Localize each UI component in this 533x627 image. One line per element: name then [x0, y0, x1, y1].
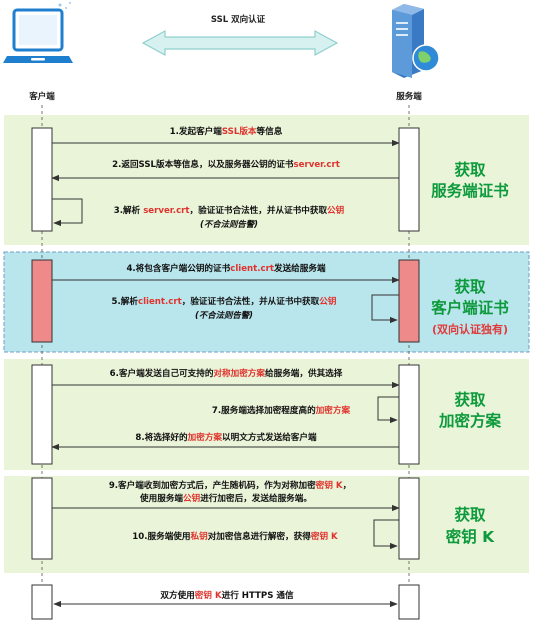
msg-5-run-3: 公钥	[319, 295, 337, 307]
arrow-msg-5-self	[371, 294, 399, 324]
phase-2-title-line-2: 客户端证书	[431, 298, 509, 317]
phase-2-panel	[3, 251, 530, 353]
msg-10-run-3: 密钥 K	[310, 530, 338, 542]
msg-3-run-2: ，验证证书合法性，并从证书中获取	[190, 204, 328, 216]
msg-6-run-2: 给服务端，供其选择	[265, 367, 343, 379]
msg-5-run-1: client.crt	[138, 297, 182, 307]
msg-9b-run-2: 进行加密后，发送给服务端。	[200, 492, 312, 504]
msg-2-run-1: server.crt	[294, 160, 340, 170]
msg-9a-run-2: ，	[343, 481, 352, 491]
phase-2-title-line-1: 获取	[454, 278, 486, 296]
msg-final-run-2: 进行 HTTPS 通信	[222, 589, 294, 601]
arrow-msg-3-self	[52, 198, 83, 227]
server-label: 服务端	[396, 91, 422, 102]
client-activation-1	[31, 127, 53, 232]
msg-10: 10.服务端使用私钥对加密信息进行解密，获得密钥 K	[132, 530, 338, 542]
msg-4: 4.将包含客户端公钥的证书client.crt发送给服务端	[126, 262, 326, 274]
msg-1-run-2: 等信息	[256, 125, 283, 137]
msg-2: 2.返回SSL版本等信息，以及服务器公钥的证书server.crt	[112, 158, 340, 170]
phase-3-title-line-2: 加密方案	[438, 411, 502, 430]
server-activation-1	[398, 127, 420, 232]
phase-1-title-line-2: 服务端证书	[431, 181, 509, 200]
phase-3-panel	[4, 359, 529, 470]
client-activation-4	[31, 477, 53, 560]
phase-2-note: (双向认证独有)	[432, 322, 508, 336]
msg-8-run-2: 以明文方式发送给客户端	[222, 431, 317, 443]
msg-9a: 9.客户端收到加密方式后，产生随机码，作为对称加密密钥 K，	[109, 479, 351, 491]
phase-4-title-line-2: 密钥 K	[446, 527, 495, 546]
msg-final-run-0: 双方使用	[160, 589, 194, 601]
msg-6: 6.客户端发送自己可支持的对称加密方案给服务端，供其选择	[110, 367, 343, 379]
phase-4-title-line-1: 获取	[454, 506, 486, 524]
client-activation-2	[31, 259, 53, 343]
msg-2-run-0: 2.返回SSL版本等信息，以及服务器公钥的证书	[112, 158, 294, 170]
msg-5-sub: (不合法则告警)	[195, 310, 253, 320]
msg-8-run-1: 加密方案	[187, 431, 223, 443]
server-activation-5	[398, 584, 420, 620]
msg-4-run-1: client.crt	[230, 264, 274, 274]
msg-8-run-0: 8.将选择好的	[135, 431, 188, 443]
msg-9b-run-0: 使用服务端	[139, 492, 183, 504]
msg-10-run-0: 10.服务端使用	[132, 530, 190, 542]
msg-7-run-1: 加密方案	[315, 404, 351, 416]
msg-4-run-0: 4.将包含客户端公钥的证书	[126, 262, 230, 274]
msg-1: 1.发起客户端SSL版本等信息	[170, 125, 283, 137]
msg-9b-run-1: 公钥	[183, 492, 201, 504]
client-activation-3	[31, 364, 53, 465]
msg-3: 3.解析 server.crt，验证证书合法性，并从证书中获取公钥	[114, 204, 345, 216]
msg-5-run-0: 5.解析	[112, 295, 139, 307]
protocol-label: SSL 双向认证	[211, 14, 266, 25]
msg-8: 8.将选择好的加密方案以明文方式发送给客户端	[135, 431, 317, 443]
double-arrow-icon	[141, 29, 339, 57]
server-activation-2	[398, 259, 420, 343]
phase-3-title-line-1: 获取	[454, 391, 486, 409]
msg-10-run-1: 私钥	[190, 530, 209, 542]
arrow-msg-7-self	[377, 396, 399, 424]
client-label: 客户端	[28, 91, 55, 102]
msg-9b: 使用服务端公钥进行加密后，发送给服务端。	[139, 492, 312, 504]
phase-1-title-line-1: 获取	[454, 161, 486, 179]
msg-5: 5.解析client.crt，验证证书合法性，并从证书中获取公钥	[112, 295, 337, 307]
msg-6-run-0: 6.客户端发送自己可支持的	[110, 367, 214, 379]
server-globe-icon	[392, 4, 440, 78]
msg-6-run-1: 对称加密方案	[213, 367, 265, 379]
server-activation-3	[398, 364, 420, 465]
msg-9a-run-1: 密钥 K	[315, 479, 343, 491]
msg-5-run-2: ，验证证书合法性，并从证书中获取	[182, 295, 320, 307]
msg-final: 双方使用密钥 K进行 HTTPS 通信	[160, 589, 294, 601]
phase-1-panel	[4, 115, 529, 245]
msg-3-run-0: 3.解析	[114, 204, 143, 216]
msg-10-run-2: 对加密信息进行解密，获得	[208, 530, 312, 542]
msg-9a-run-0: 9.客户端收到加密方式后，产生随机码，作为对称加密	[109, 479, 316, 491]
msg-7: 7.服务端选择加密程度高的加密方案	[212, 404, 351, 416]
laptop-icon	[3, 2, 73, 63]
client-activation-5	[31, 584, 53, 620]
msg-1-run-1: SSL版本	[222, 125, 257, 137]
arrow-msg-10-self	[373, 519, 399, 550]
msg-3-sub: (不合法则告警)	[200, 219, 258, 229]
msg-3-run-1: server.crt	[143, 206, 189, 216]
msg-1-run-0: 1.发起客户端	[170, 125, 223, 137]
phase-4-panel	[4, 476, 529, 573]
msg-final-run-1: 密钥 K	[194, 589, 222, 601]
msg-7-run-0: 7.服务端选择加密程度高的	[212, 404, 316, 416]
server-activation-4	[398, 477, 420, 560]
msg-3-run-3: 公钥	[327, 204, 345, 216]
msg-4-run-2: 发送给服务端	[273, 262, 326, 274]
